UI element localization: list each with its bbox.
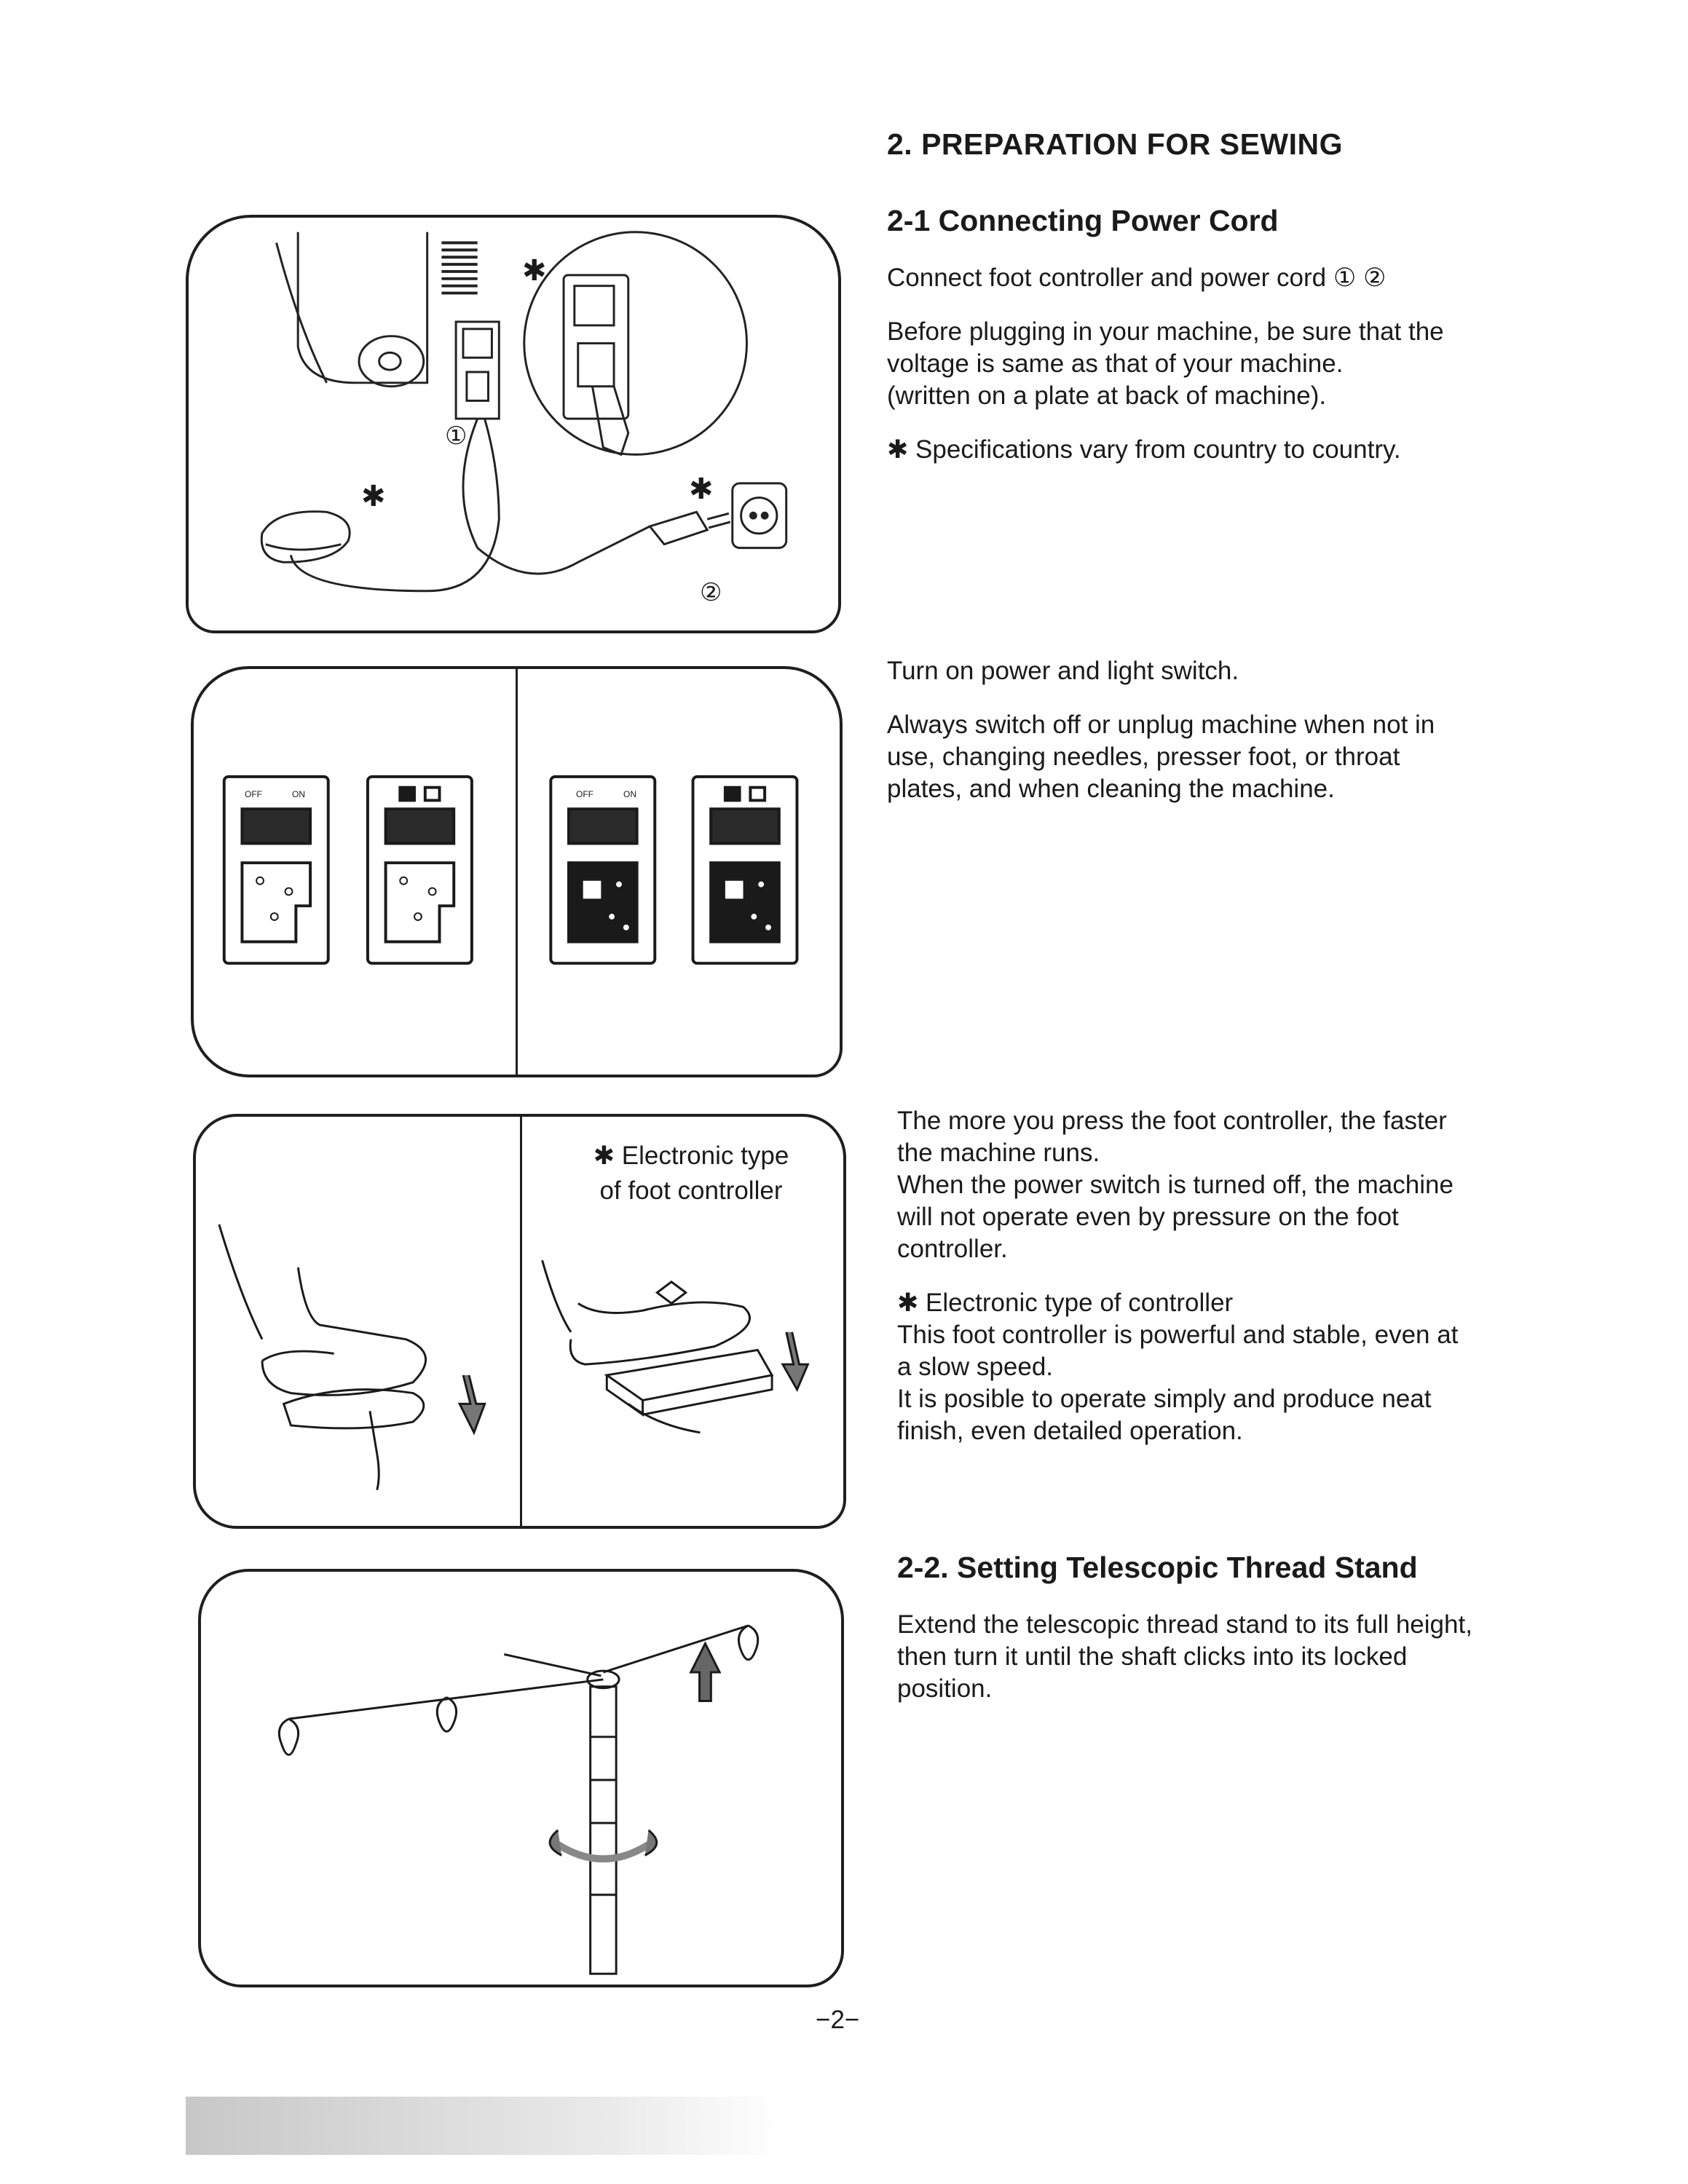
section-title: 2. PREPARATION FOR SEWING (887, 127, 1344, 161)
switch-text: Turn on power and light switch. Always s… (887, 655, 1513, 827)
foot-line-1: The more you press the foot controller, … (897, 1107, 1447, 1135)
foot-speed-paragraph: The more you press the foot controller, … (897, 1105, 1523, 1265)
power-cord-heading: 2-1 Connecting Power Cord (887, 204, 1279, 237)
switch-1-off-label: OFF (245, 789, 262, 799)
electronic-line-2: This foot controller is powerful and sta… (897, 1321, 1459, 1349)
electronic-line-5: finish, even detailed operation. (897, 1417, 1243, 1445)
switch-figure-divider (516, 669, 518, 1075)
thread-stand-heading: 2-2. Setting Telescopic Thread Stand (897, 1551, 1418, 1584)
page-number: −2− (816, 2006, 860, 2034)
switch-1-on-label: ON (292, 789, 305, 799)
plug-note-star: ✱ (689, 473, 714, 505)
power-cord-instruction: Connect foot controller and power cord ①… (887, 264, 1387, 292)
foot-note-star: ✱ (361, 480, 386, 513)
foot-line-3: When the power switch is turned off, the… (897, 1171, 1454, 1199)
foot-controller-figure: ✱ Electronic type of foot controller (193, 1114, 846, 1529)
electronic-label-line-1: ✱ Electronic type (593, 1142, 789, 1170)
power-cord-text: Connect foot controller and power cord ①… (887, 262, 1513, 488)
foot-controller-illustration (218, 1224, 810, 1491)
electronic-line-3: a slow speed. (897, 1353, 1054, 1381)
foot-figure-divider (520, 1117, 522, 1526)
foot-controller-text: The more you press the foot controller, … (897, 1105, 1523, 1469)
thread-stand-instruction: Extend the telescopic thread stand to it… (897, 1609, 1523, 1705)
thread-stand-illustration (277, 1624, 760, 1975)
voltage-line-2: voltage is same as that of your machine. (887, 349, 1344, 378)
scan-shadow (186, 2097, 783, 2155)
specification-note: ✱ Specifications vary from country to co… (887, 435, 1401, 464)
power-cord-figure: ✱ ✱ ✱ ① ② (186, 215, 841, 633)
foot-line-5: controller. (897, 1235, 1008, 1263)
region-note-star: ✱ (522, 255, 547, 287)
power-cord-illustration (260, 231, 788, 593)
switch-warning-line-3: plates, and when cleaning the machine. (887, 775, 1335, 803)
switch-off-warning: Always switch off or unplug machine when… (887, 709, 1513, 805)
electronic-line-1: ✱ Electronic type of controller (897, 1289, 1234, 1317)
voltage-line-1: Before plugging in your machine, be sure… (887, 317, 1444, 346)
foot-line-2: the machine runs. (897, 1139, 1100, 1167)
thread-line-1: Extend the telescopic thread stand to it… (897, 1610, 1472, 1639)
power-switch-instruction: Turn on power and light switch. (887, 657, 1239, 685)
switch-warning-line-1: Always switch off or unplug machine when… (887, 711, 1435, 739)
callout-one: ① (445, 422, 468, 450)
voltage-line-3: (written on a plate at back of machine). (887, 381, 1327, 410)
voltage-warning: Before plugging in your machine, be sure… (887, 316, 1513, 412)
foot-line-4: will not operate even by pressure on the… (897, 1203, 1399, 1231)
electronic-line-4: It is posible to operate simply and prod… (897, 1385, 1432, 1413)
thread-line-3: position. (897, 1674, 993, 1703)
switch-warning-line-2: use, changing needles, presser foot, or … (887, 743, 1400, 771)
electronic-type-label: ✱ Electronic type of foot controller (545, 1139, 837, 1208)
thread-stand-text: Extend the telescopic thread stand to it… (897, 1609, 1523, 1727)
switch-illustration (222, 775, 799, 965)
switch-figure: OFF ON OFF ON (191, 666, 843, 1077)
callout-two: ② (700, 579, 722, 606)
switch-3-on-label: ON (623, 789, 636, 799)
thread-line-2: then turn it until the shaft clicks into… (897, 1642, 1408, 1671)
switch-3-off-label: OFF (576, 789, 593, 799)
electronic-controller-paragraph: ✱ Electronic type of controller This foo… (897, 1287, 1523, 1447)
thread-stand-figure (198, 1569, 844, 1987)
electronic-label-line-2: of foot controller (599, 1176, 783, 1205)
